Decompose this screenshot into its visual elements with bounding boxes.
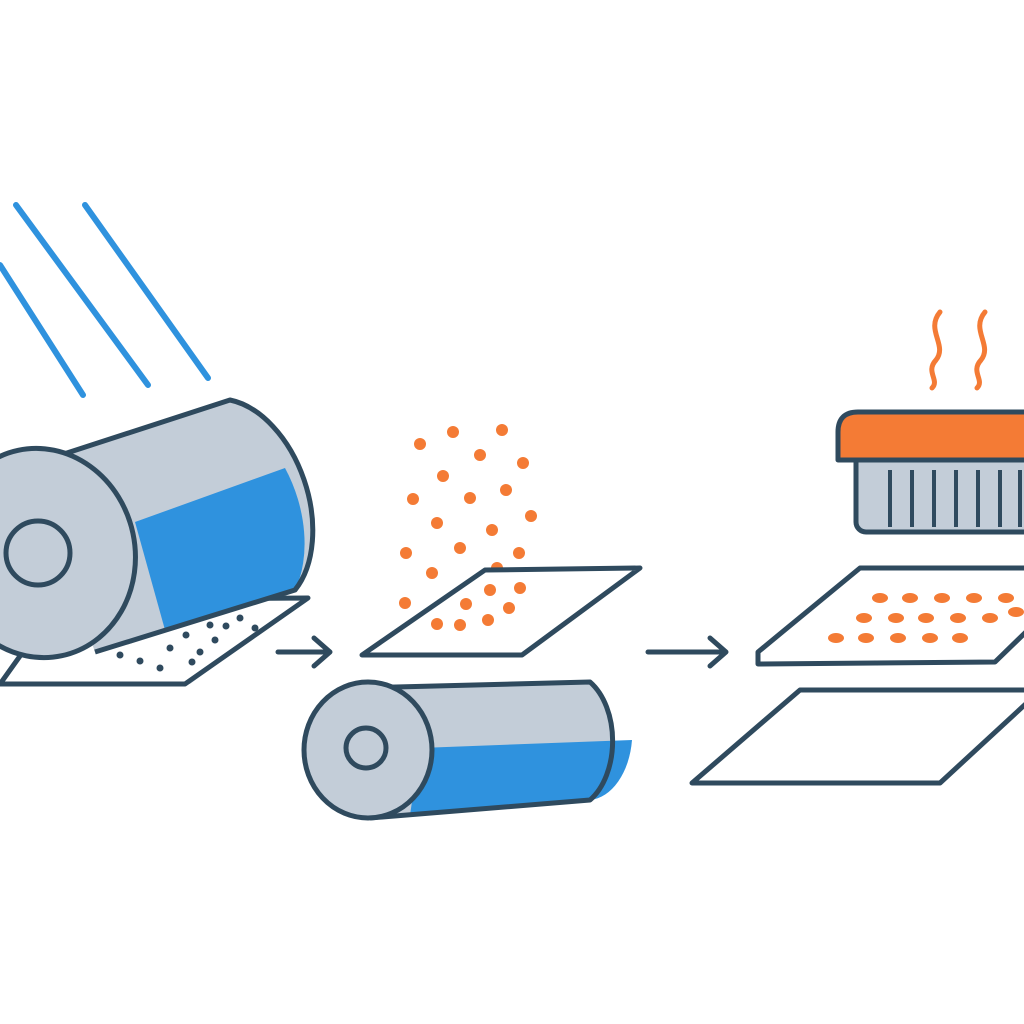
sheet-particles xyxy=(828,593,1024,643)
film-roll-icon xyxy=(301,679,632,821)
sheet-particles xyxy=(431,582,526,631)
film-roll-icon xyxy=(0,397,316,661)
sheet-outline xyxy=(359,565,643,658)
heater-icon xyxy=(835,409,1024,535)
arrow-right-icon xyxy=(275,635,333,669)
roll-core xyxy=(343,725,389,771)
heat-waves xyxy=(929,309,988,391)
light-ray-icon xyxy=(82,202,211,381)
light-rays xyxy=(0,202,211,398)
particle-spray-icon xyxy=(399,424,537,609)
step-1-group xyxy=(0,202,316,687)
film-sheet-icon xyxy=(359,565,643,658)
light-ray-icon xyxy=(0,262,86,398)
heater-fins xyxy=(888,470,1022,527)
film-sheet-icon xyxy=(755,565,1024,667)
light-ray-icon xyxy=(13,202,151,388)
heat-wave-icon xyxy=(974,309,988,391)
step-2-group xyxy=(301,424,643,821)
film-sheet-icon xyxy=(689,687,1024,786)
sheet-outline xyxy=(689,687,1024,786)
step-3-group xyxy=(689,309,1024,786)
roll-core xyxy=(3,518,73,588)
heat-wave-icon xyxy=(929,309,943,391)
arrow-right-icon xyxy=(645,635,729,669)
